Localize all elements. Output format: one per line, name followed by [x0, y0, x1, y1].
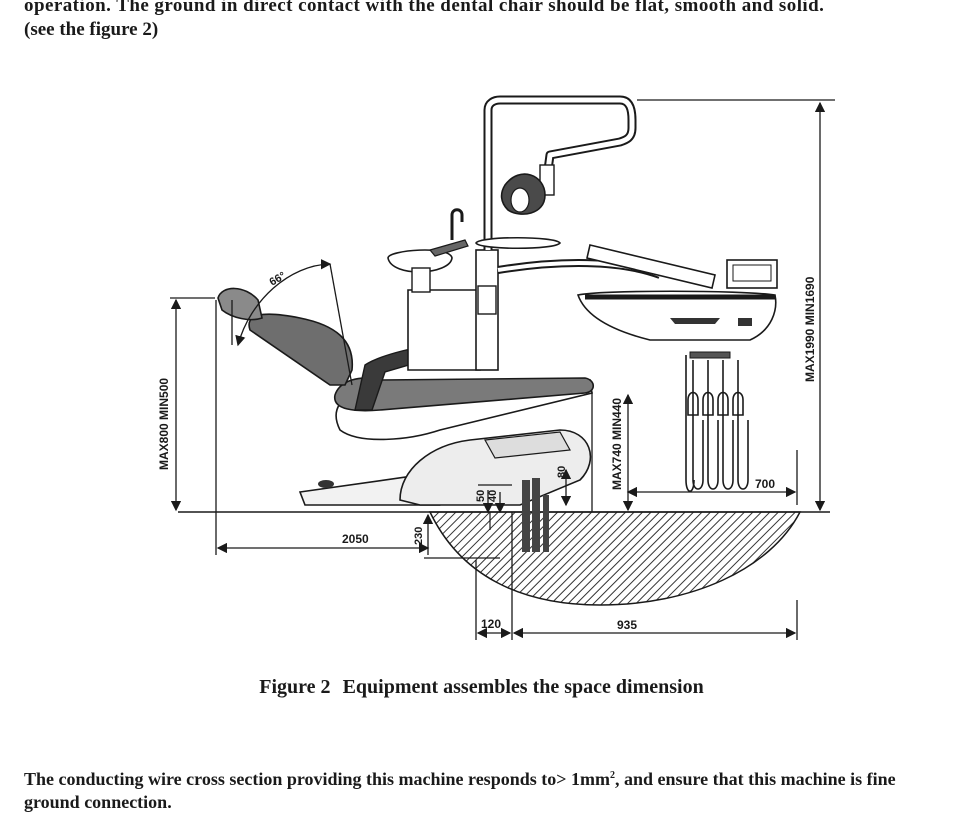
spittoon-unit: [387, 208, 481, 371]
figure-caption: Figure 2 Equipment assembles the space di…: [0, 676, 963, 699]
label-overall-height: MAX1990 MIN1690: [803, 276, 817, 382]
floor-section: [178, 511, 830, 606]
chair-base: [298, 429, 592, 506]
intro-paragraph: operation. The ground in direct contact …: [24, 0, 944, 42]
wiring-text-start: The conducting wire cross section provid…: [24, 769, 610, 789]
intro-line-1: operation. The ground in direct contact …: [24, 0, 825, 16]
intro-line-2: (see the figure 2): [24, 19, 159, 40]
label-230: 230: [413, 527, 425, 545]
dental-chair: [217, 287, 595, 441]
label-chair-height: MAX800 MIN500: [157, 378, 171, 470]
wiring-paragraph: The conducting wire cross section provid…: [24, 764, 944, 814]
dimension-lines: [170, 99, 835, 640]
label-40: 40: [487, 490, 499, 502]
label-935: 935: [617, 618, 637, 632]
label-seat-height: MAX740 MIN440: [610, 398, 624, 490]
dimension-labels: 66° MAX800 MIN500 MAX1990 MIN1690 MAX740…: [157, 270, 817, 632]
label-headrest-angle: 66°: [268, 270, 288, 289]
label-80: 80: [556, 466, 568, 478]
label-50: 50: [475, 490, 487, 502]
caption-number: Figure 2: [259, 676, 331, 698]
label-length: 2050: [342, 532, 369, 546]
wiring-superscript: 2: [609, 770, 615, 781]
dental-chair-dimension-figure: 66° MAX800 MIN500 MAX1990 MIN1690 MAX740…: [157, 95, 835, 640]
label-120: 120: [481, 617, 501, 631]
caption-text: Equipment assembles the space dimension: [342, 676, 704, 698]
operating-light: [475, 95, 637, 371]
label-700: 700: [755, 477, 775, 491]
wiring-text-end: , and ensure that this machine is fine g…: [24, 769, 896, 812]
floor-pipes: [489, 478, 549, 552]
